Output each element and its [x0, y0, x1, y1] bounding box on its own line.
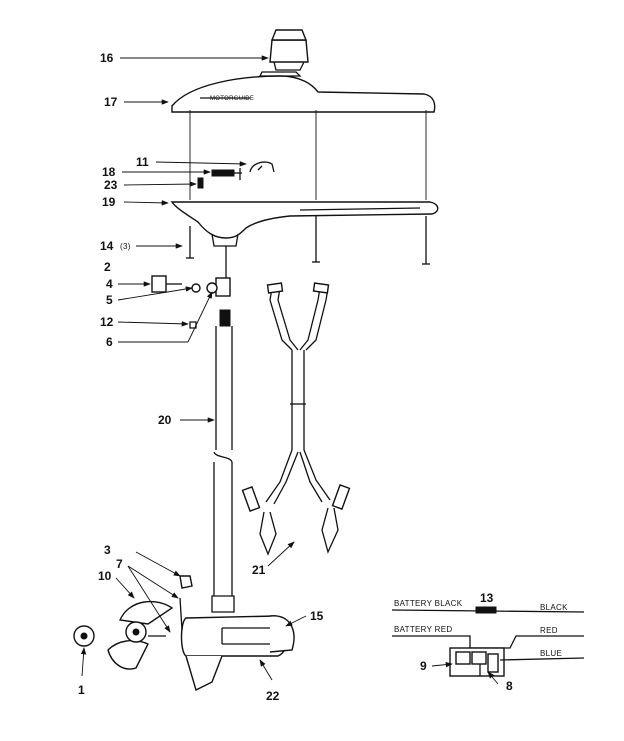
callout-labels: 16 17 11 18 23 19 14 (3) 2 4 5 12 6 20 3…	[78, 51, 513, 703]
wiring-schematic	[391, 606, 585, 677]
callout-18: 18	[102, 165, 116, 179]
knob-part	[151, 275, 182, 293]
battery-leads	[241, 282, 351, 556]
callout-15: 15	[310, 609, 324, 623]
callout-16: 16	[100, 51, 114, 65]
clip-part	[239, 161, 275, 180]
propeller	[107, 600, 174, 670]
callout-8: 8	[506, 679, 513, 693]
callout-5: 5	[106, 293, 113, 307]
nut-part	[189, 321, 197, 329]
battery-red-label: BATTERY RED	[394, 625, 452, 634]
washer-ring	[191, 282, 218, 294]
callout-2: 2	[104, 260, 111, 274]
callout-12: 12	[100, 315, 114, 329]
callout-13: 13	[480, 591, 494, 605]
callout-11: 11	[136, 155, 149, 169]
callout-14: 14	[100, 239, 114, 253]
shaft	[211, 246, 235, 613]
motor-housing	[180, 615, 295, 692]
prop-nut	[73, 625, 95, 647]
screw-part	[211, 169, 242, 177]
base-mount	[170, 201, 439, 247]
callout-20: 20	[158, 413, 172, 427]
callout-9: 9	[420, 659, 427, 673]
svg-text:MOTORGUIDE: MOTORGUIDE	[210, 96, 254, 102]
callout-17: 17	[104, 95, 118, 109]
callout-19: 19	[102, 195, 116, 209]
callout-6: 6	[106, 335, 113, 349]
top-cover: MOTORGUIDE	[171, 75, 436, 113]
switch-assembly	[258, 29, 309, 77]
screw-set	[186, 216, 430, 265]
callout-7: 7	[116, 557, 123, 571]
pin-part	[179, 575, 193, 631]
callout-10: 10	[98, 569, 112, 583]
leader-lines	[80, 55, 499, 685]
callout-4: 4	[106, 277, 113, 291]
callout-22: 22	[266, 689, 280, 703]
callout-23: 23	[104, 178, 118, 192]
callout-14-qty: (3)	[120, 242, 131, 251]
black-label: BLACK	[540, 603, 568, 612]
wiring-labels: BATTERY BLACK BLACK BATTERY RED RED BLUE	[394, 599, 568, 658]
callout-21: 21	[252, 563, 266, 577]
callout-1: 1	[78, 683, 85, 697]
battery-black-label: BATTERY BLACK	[394, 599, 463, 608]
washer-part	[197, 177, 204, 189]
callout-3: 3	[104, 543, 111, 557]
blue-label: BLUE	[540, 649, 562, 658]
red-label: RED	[540, 626, 558, 635]
